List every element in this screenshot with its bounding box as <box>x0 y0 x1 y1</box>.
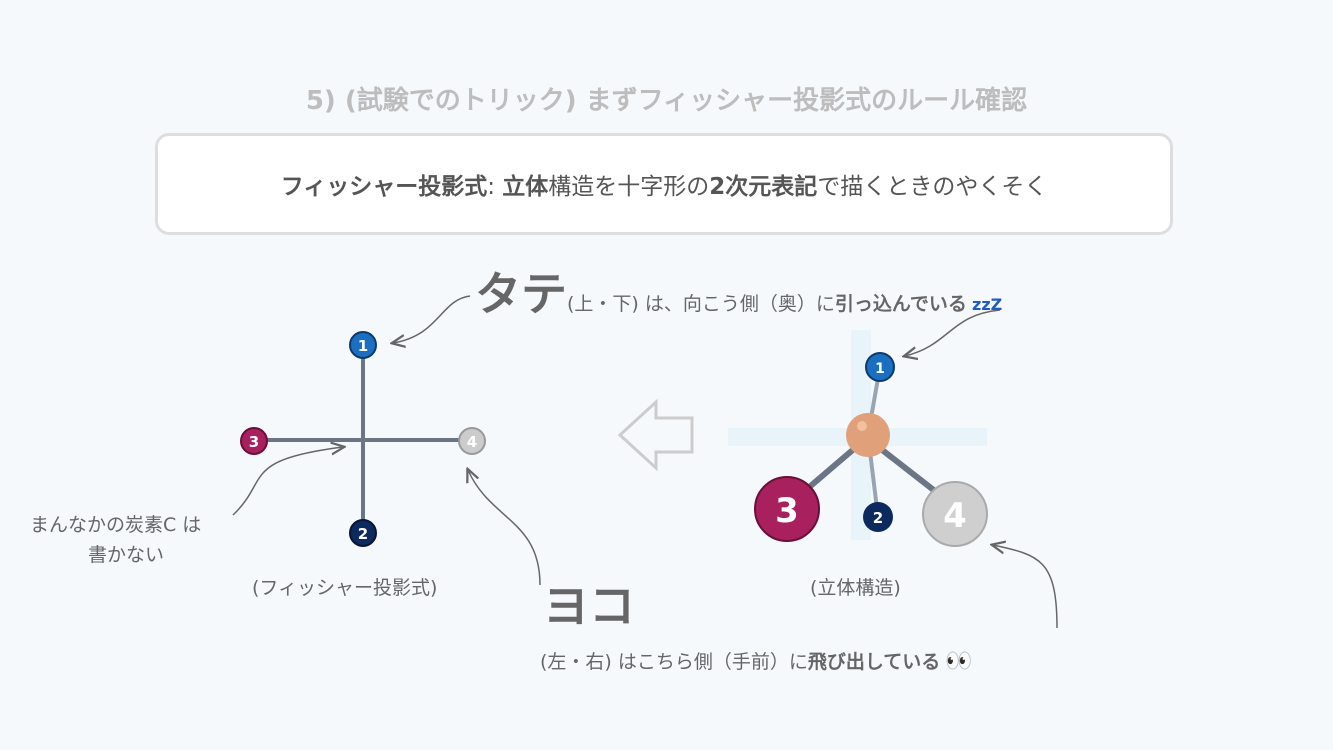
vertical-text: (上・下) は、向こう側（奥）に <box>567 293 835 315</box>
svg-text:4: 4 <box>943 496 967 536</box>
horizontal-bold: 飛び出している <box>807 651 941 673</box>
eyes-icon: 👀 <box>945 649 973 674</box>
svg-text:1: 1 <box>875 361 885 377</box>
hollow-left-arrow <box>617 398 694 472</box>
fischer-label: (フィッシャー投影式) <box>252 577 438 599</box>
sleep-icon: zzZ <box>972 295 1003 314</box>
svg-text:1: 1 <box>358 337 368 355</box>
def-term: フィッシャー投影式 <box>280 174 488 200</box>
atom-3: 3 <box>240 427 268 455</box>
atom-2: 2 <box>349 519 377 547</box>
def-colon: : <box>487 174 503 200</box>
definition-box: フィッシャー投影式: 立体構造を十字形の2次元表記で描くときのやくそく <box>155 133 1173 235</box>
horizontal-text: (左・右) はこちら側（手前）に <box>540 651 808 673</box>
center-note-1: まんなかの炭素C は <box>30 514 202 536</box>
atom-1: 1 <box>349 331 377 359</box>
fischer-projection: 1 3 4 2 <box>240 331 486 547</box>
callout-arrows <box>232 295 1058 629</box>
vertical-big: タテ <box>475 267 567 321</box>
stereo-label: (立体構造) <box>810 577 901 599</box>
svg-text:4: 4 <box>467 433 477 451</box>
def-t1: 構造を十字形の <box>548 174 710 200</box>
horizontal-big: ヨコ <box>543 579 635 633</box>
atom-4: 4 <box>458 427 486 455</box>
svg-text:2: 2 <box>358 525 368 543</box>
slide-title: 5) (試験でのトリック) まずフィッシャー投影式のルール確認 <box>305 86 1028 116</box>
def-t2: で描くときのやくそく <box>817 174 1048 200</box>
center-note-2: 書かない <box>88 544 165 566</box>
vertical-bold: 引っ込んでいる <box>834 293 967 315</box>
def-b2: 2次元表記 <box>709 174 818 200</box>
vertical-label: タテ(上・下) は、向こう側（奥）に引っ込んでいる zzZ <box>475 258 1002 324</box>
svg-text:3: 3 <box>775 491 799 531</box>
svg-text:2: 2 <box>873 509 883 527</box>
stereo-structure: 1 3 2 4 <box>728 330 988 547</box>
horizontal-label: (左・右) はこちら側（手前）に飛び出している 👀 <box>540 647 973 674</box>
svg-text:3: 3 <box>249 433 259 451</box>
def-b1: 立体 <box>502 174 549 200</box>
